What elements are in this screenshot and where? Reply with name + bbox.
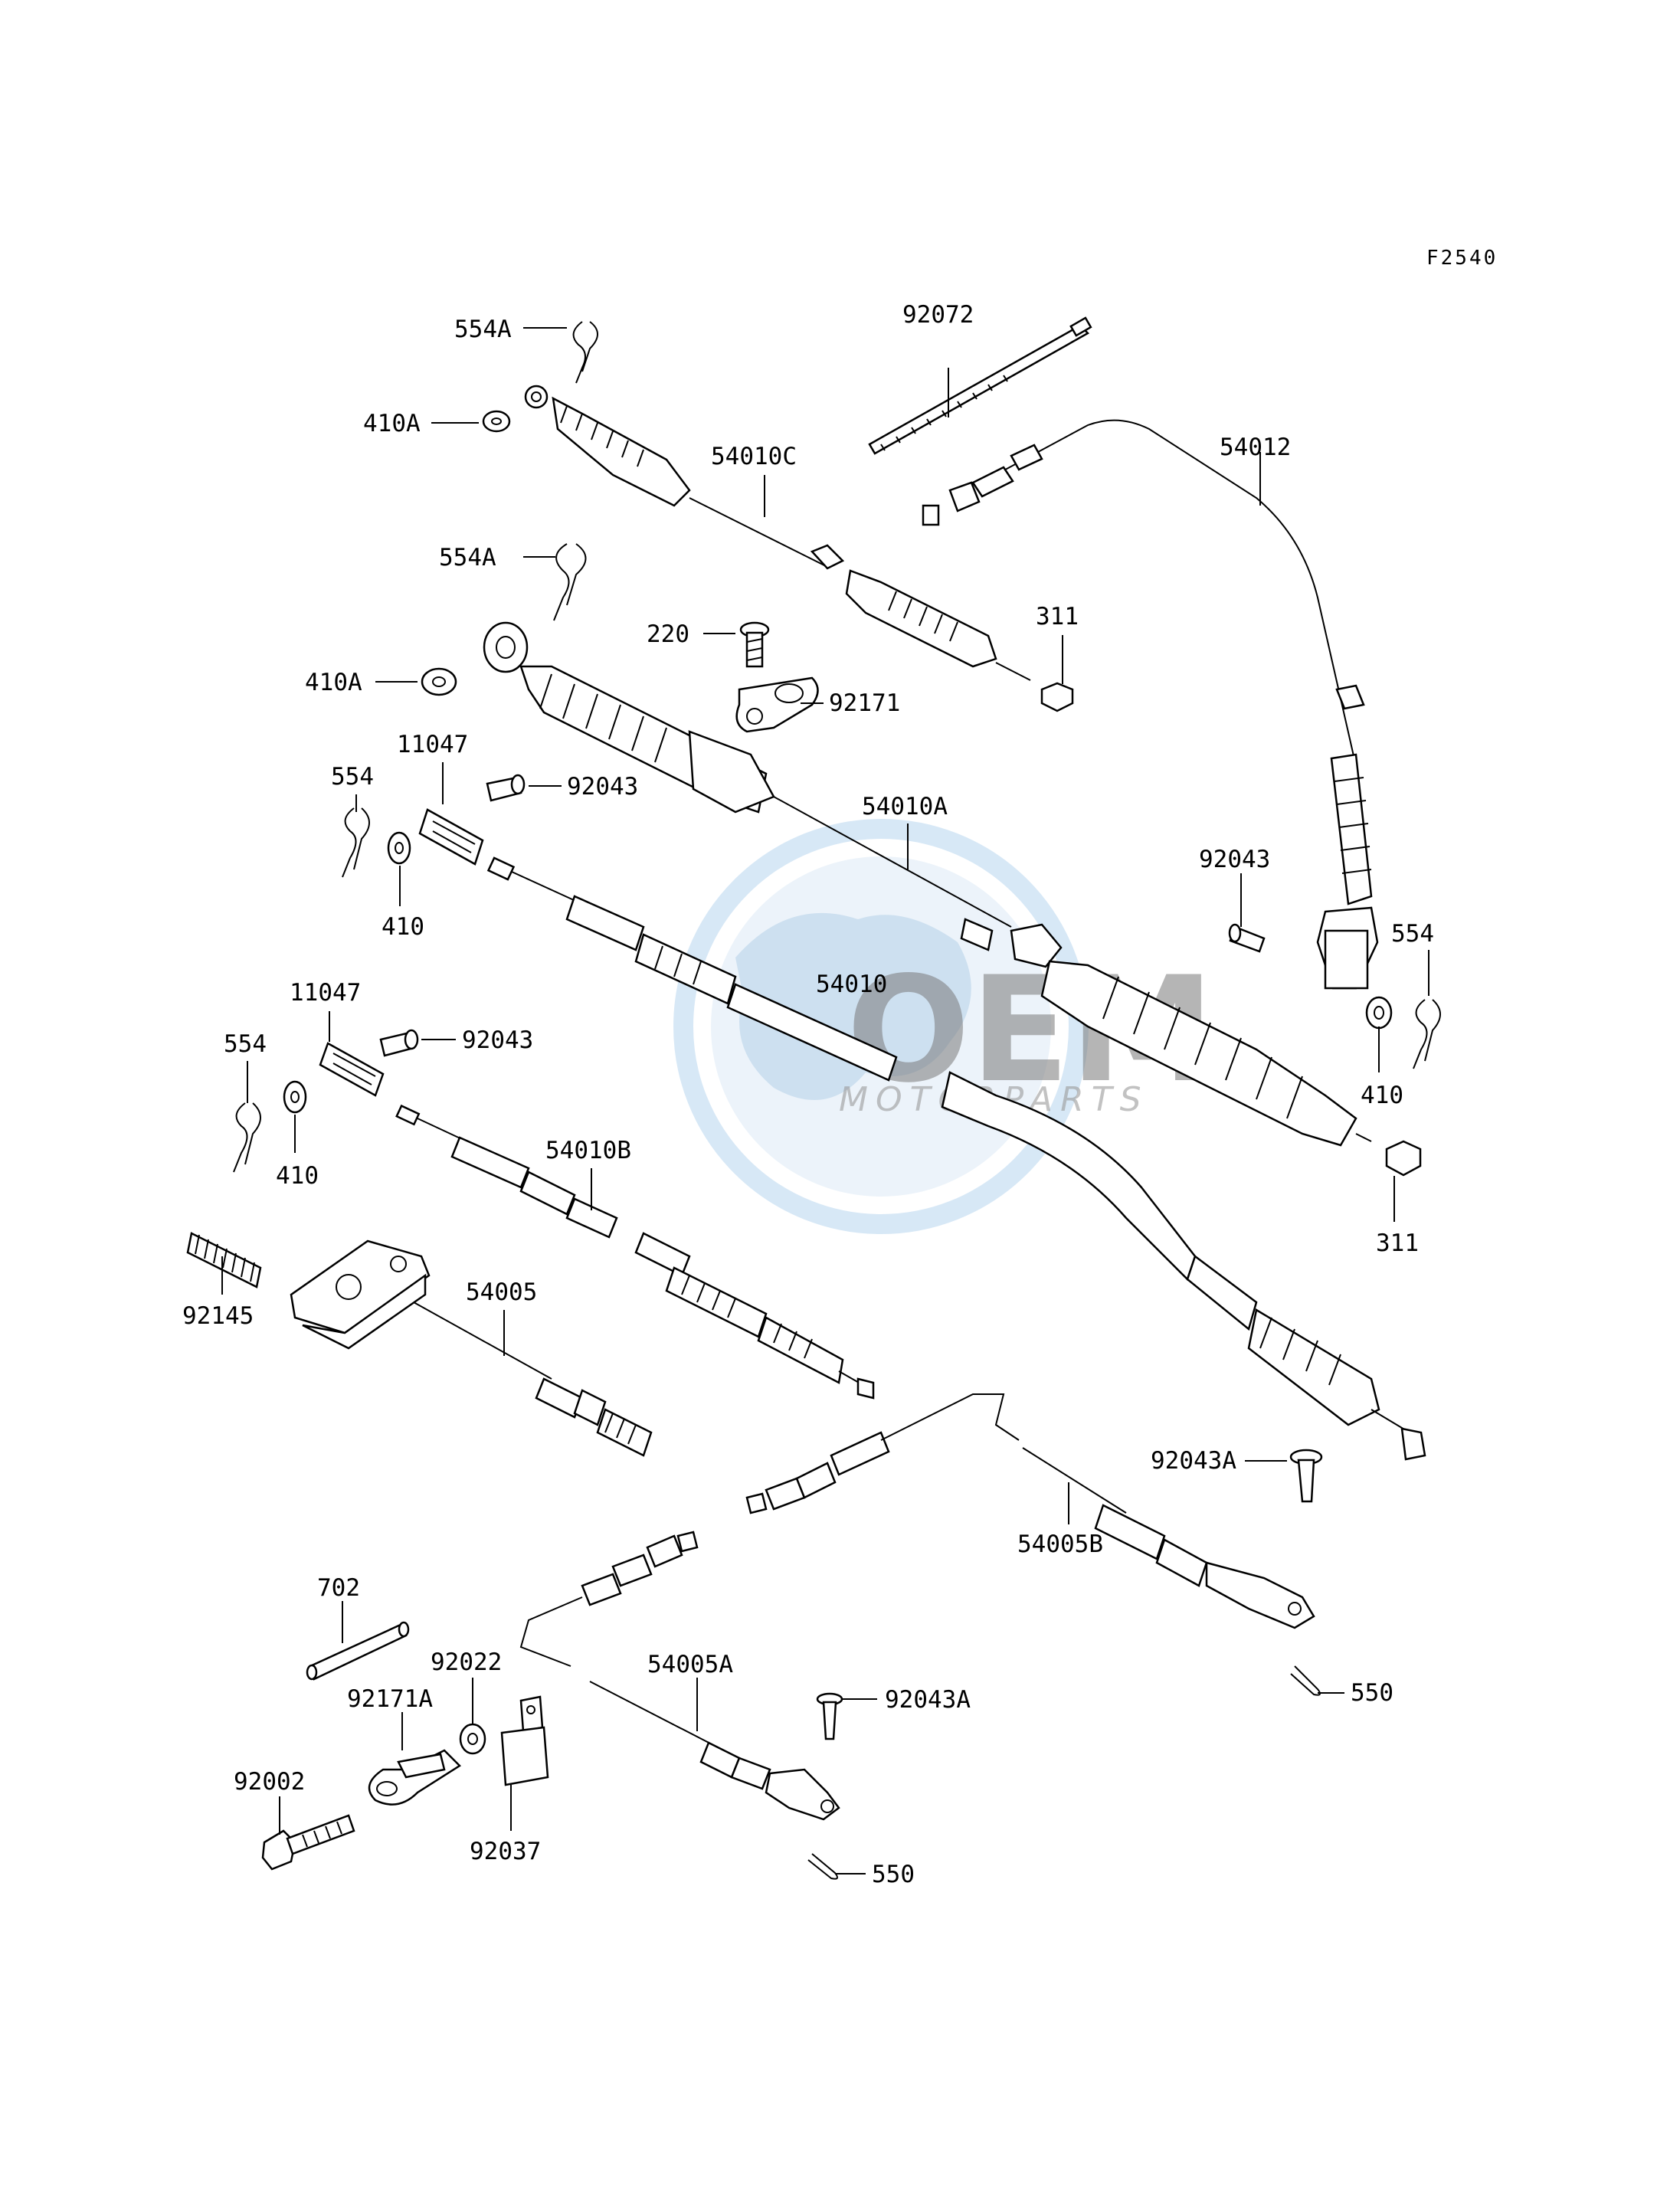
nut-311-bottom bbox=[1385, 1140, 1422, 1177]
clip-554-left bbox=[342, 807, 370, 878]
screw-220 bbox=[739, 621, 770, 668]
label-550-bottom: 550 bbox=[872, 1861, 915, 1888]
label-92043-mid: 92043 bbox=[462, 1026, 533, 1054]
clamp-92171 bbox=[735, 676, 819, 733]
label-410-mid: 410 bbox=[276, 1162, 319, 1190]
cotter-pin-550-right bbox=[1290, 1665, 1321, 1696]
label-54012: 54012 bbox=[1220, 434, 1291, 461]
washer-410-mid bbox=[283, 1080, 307, 1114]
label-92002: 92002 bbox=[234, 1768, 305, 1796]
cable-54010b bbox=[319, 1042, 875, 1400]
label-311-bottom: 311 bbox=[1376, 1229, 1419, 1257]
washer-410a-mid bbox=[421, 667, 457, 696]
pin-92043a-bottom bbox=[816, 1692, 843, 1740]
spring-92145 bbox=[186, 1232, 262, 1288]
pin-92043-mid bbox=[379, 1029, 419, 1057]
label-92043a-bottom: 92043A bbox=[885, 1686, 971, 1714]
label-702: 702 bbox=[317, 1574, 360, 1602]
tube-702 bbox=[306, 1621, 410, 1681]
diagram-code: F2540 bbox=[1426, 247, 1498, 270]
cable-54010a bbox=[483, 621, 1372, 1147]
label-554-right: 554 bbox=[1391, 920, 1434, 948]
label-410-left: 410 bbox=[382, 913, 424, 941]
label-54005a: 54005A bbox=[647, 1651, 733, 1678]
cable-54005 bbox=[290, 1239, 653, 1457]
clip-554-mid bbox=[233, 1102, 261, 1173]
label-11047-top: 11047 bbox=[397, 731, 468, 758]
cable-54010c bbox=[524, 385, 1031, 681]
clip-554-right bbox=[1413, 999, 1441, 1069]
washer-410-left bbox=[387, 831, 411, 865]
label-550-right: 550 bbox=[1351, 1679, 1393, 1707]
label-92072: 92072 bbox=[902, 301, 974, 329]
cable-54005b bbox=[745, 1393, 1315, 1629]
washer-92022 bbox=[459, 1723, 486, 1755]
label-54010: 54010 bbox=[816, 971, 887, 998]
pin-92043-top bbox=[486, 774, 526, 802]
label-92171a: 92171A bbox=[347, 1685, 433, 1713]
leader-lines bbox=[221, 327, 1429, 1874]
label-92043a-right: 92043A bbox=[1151, 1447, 1236, 1475]
holder-92037 bbox=[500, 1695, 549, 1786]
cable-54012 bbox=[922, 419, 1379, 990]
part-labels: 554A 410A 54010C 554A 220 92171 311 410A… bbox=[182, 301, 1434, 1888]
tie-strap-92072 bbox=[868, 316, 1092, 455]
label-410a-mid: 410A bbox=[305, 669, 362, 696]
label-54010c: 54010C bbox=[711, 443, 797, 470]
nut-311-top bbox=[1040, 682, 1074, 712]
cotter-pin-550-bottom bbox=[807, 1853, 839, 1880]
label-92022: 92022 bbox=[431, 1649, 502, 1676]
watermark-logo: OEM MOTORPARTS bbox=[673, 819, 1214, 1234]
pin-92043-right bbox=[1228, 923, 1266, 953]
label-54010b: 54010B bbox=[545, 1137, 631, 1164]
clip-554a-top bbox=[572, 321, 598, 384]
pin-92043a-right bbox=[1289, 1449, 1323, 1503]
clamp-92171a bbox=[368, 1749, 461, 1806]
label-54005: 54005 bbox=[466, 1279, 537, 1306]
label-92171: 92171 bbox=[829, 689, 900, 717]
label-554a-top: 554A bbox=[454, 316, 512, 343]
label-54010a: 54010A bbox=[862, 793, 948, 820]
label-220: 220 bbox=[647, 620, 689, 648]
washer-410-right bbox=[1365, 996, 1393, 1030]
label-410a-top: 410A bbox=[363, 410, 421, 437]
label-11047-mid: 11047 bbox=[290, 979, 361, 1007]
label-54005b: 54005B bbox=[1017, 1531, 1103, 1558]
label-311-top: 311 bbox=[1036, 603, 1079, 630]
label-92043-right: 92043 bbox=[1199, 846, 1270, 873]
bolt-92002 bbox=[261, 1814, 355, 1871]
cable-54005a bbox=[519, 1531, 840, 1821]
washer-410a-top bbox=[482, 410, 511, 433]
bracket-11047-top bbox=[418, 808, 484, 866]
label-554a-mid: 554A bbox=[439, 544, 496, 571]
label-554-left: 554 bbox=[331, 763, 374, 791]
label-92145: 92145 bbox=[182, 1302, 254, 1330]
clip-554a-mid bbox=[553, 543, 587, 621]
label-410-right: 410 bbox=[1361, 1082, 1403, 1109]
label-92043-top: 92043 bbox=[567, 773, 638, 801]
label-92037: 92037 bbox=[470, 1838, 541, 1865]
cable-54010 bbox=[486, 856, 1426, 1461]
label-554-mid: 554 bbox=[224, 1030, 267, 1058]
